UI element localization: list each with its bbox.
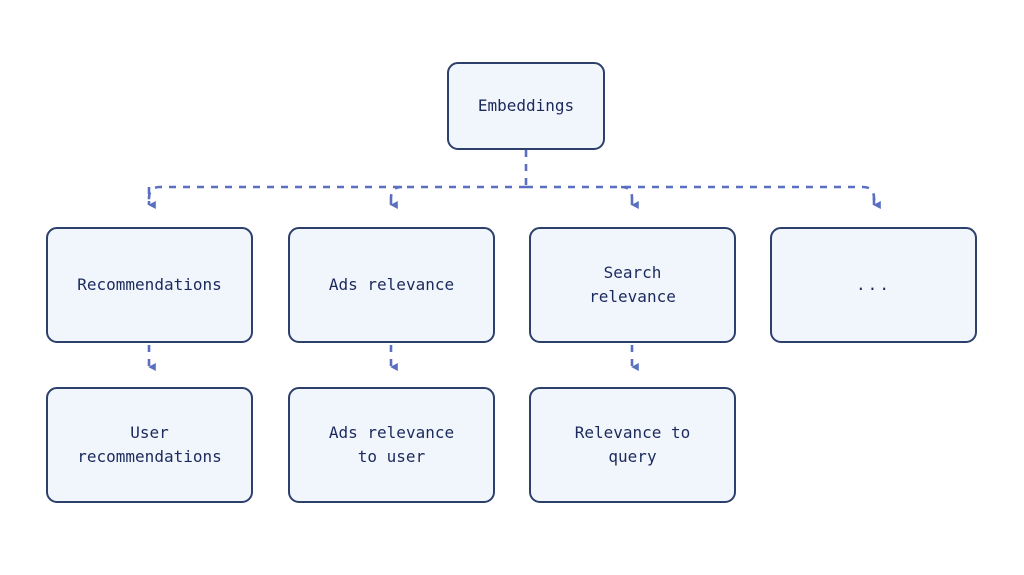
edge-drop-search-corner [620, 185, 634, 199]
node-recommendations[interactable]: Recommendations [46, 227, 253, 343]
node-more-label: ... [856, 275, 891, 294]
node-ads-relevance[interactable]: Ads relevance [288, 227, 495, 343]
node-ads-relevance-label: Ads relevance [328, 275, 455, 294]
node-ads-relevance-to-user[interactable]: Ads relevance to user [288, 387, 495, 503]
node-search-relevance-label: Search relevance [589, 263, 676, 306]
node-search-relevance[interactable]: Search relevance [529, 227, 736, 343]
edge-bus-left [147, 185, 526, 205]
edge-bus-right [526, 185, 876, 205]
node-user-recommendations[interactable]: User recommendations [46, 387, 253, 503]
node-user-recommendations-label: User recommendations [77, 423, 222, 466]
node-more[interactable]: ... [770, 227, 977, 343]
node-relevance-to-query-label: Relevance to query [574, 423, 691, 466]
edge-drop-ads-corner [389, 185, 403, 199]
node-ads-relevance-to-user-label: Ads relevance to user [328, 423, 455, 466]
node-relevance-to-query[interactable]: Relevance to query [529, 387, 736, 503]
node-embeddings[interactable]: Embeddings [447, 62, 605, 150]
node-recommendations-label: Recommendations [77, 275, 222, 294]
node-embeddings-label: Embeddings [477, 96, 575, 115]
